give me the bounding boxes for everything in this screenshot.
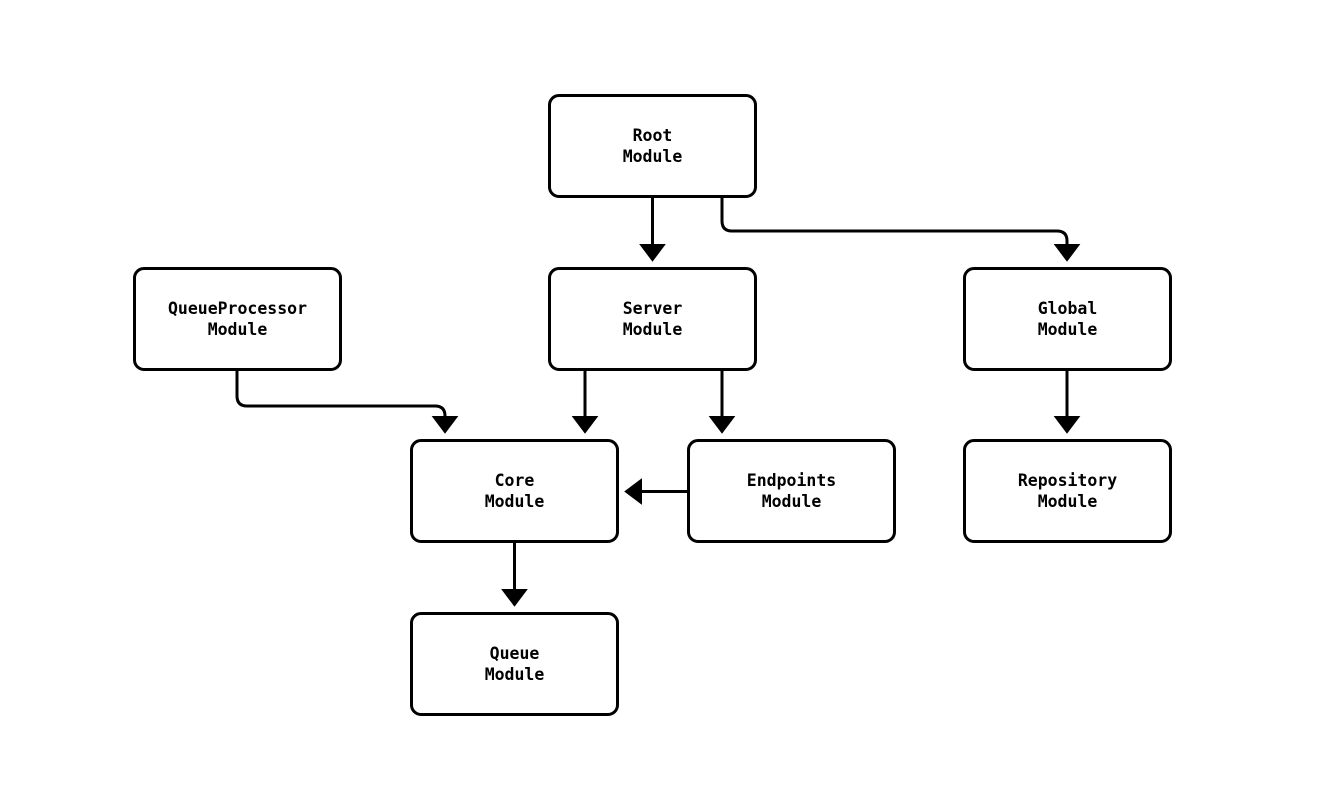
node-queueprocessor-module-label: QueueProcessor Module (167, 299, 308, 339)
edge-root-to-global (720, 198, 1081, 262)
node-core-module-label: Core Module (484, 471, 545, 511)
node-root-module-label: Root Module (622, 126, 683, 166)
node-global-module: Global Module (963, 267, 1172, 371)
edge-queueprocessor-to-core (235, 371, 459, 434)
node-global-module-label: Global Module (1037, 299, 1098, 339)
node-queue-module: Queue Module (410, 612, 619, 716)
node-server-module: Server Module (548, 267, 757, 371)
node-repository-module: Repository Module (963, 439, 1172, 543)
node-server-module-label: Server Module (622, 299, 683, 339)
node-queue-module-label: Queue Module (484, 644, 545, 684)
node-queueprocessor-module: QueueProcessor Module (133, 267, 342, 371)
node-repository-module-label: Repository Module (1017, 471, 1118, 511)
node-endpoints-module-label: Endpoints Module (746, 471, 837, 511)
node-endpoints-module: Endpoints Module (687, 439, 896, 543)
node-root-module: Root Module (548, 94, 757, 198)
node-core-module: Core Module (410, 439, 619, 543)
